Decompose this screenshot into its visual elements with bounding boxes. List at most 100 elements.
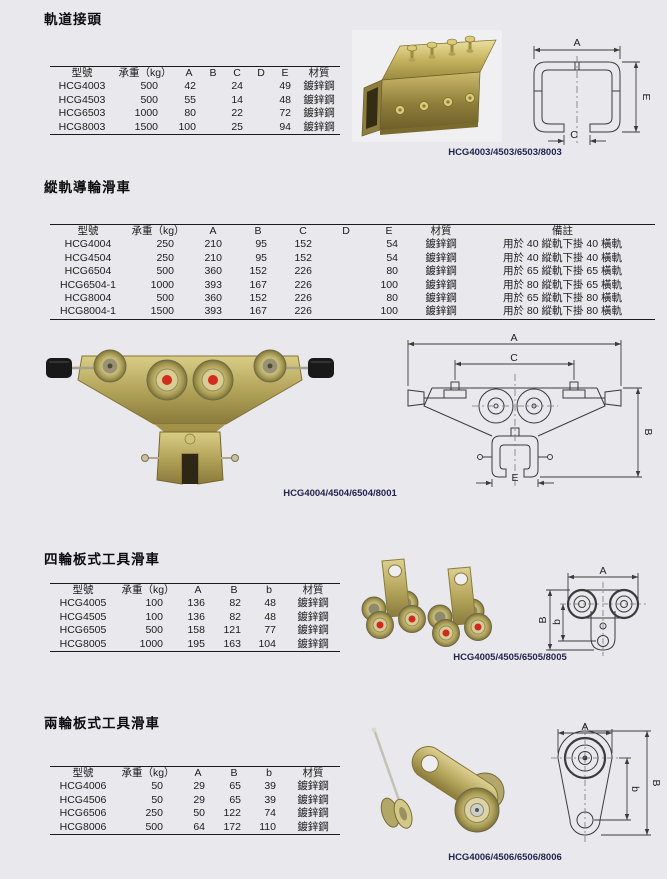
column-header: A <box>209 225 217 237</box>
table-cell: 393 <box>204 305 222 318</box>
table-cell: 鍍鋅鋼 <box>425 278 457 291</box>
table-cell: 用於 80 縱軌下掛 65 橫軌 <box>502 278 623 291</box>
table-cell: 54 <box>386 251 398 264</box>
table-cell: 80 <box>184 107 196 120</box>
table-cell: 80 <box>386 292 398 305</box>
caption-track-joint: HCG4003/4503/6503/8003 <box>448 147 562 158</box>
table-cell: 360 <box>204 265 222 278</box>
dim-label-e: E <box>511 472 518 484</box>
section-title-track-joint: 軌道接頭 <box>44 12 102 27</box>
table-cell: HCG6506 <box>59 807 107 820</box>
table-cell: 39 <box>264 780 276 793</box>
product-photo-track-joint <box>352 30 502 142</box>
table-cell: 鍍鋅鋼 <box>297 820 329 833</box>
table-cell: 500 <box>145 624 163 637</box>
table-cell: 鍍鋅鋼 <box>425 238 457 251</box>
table-cell: 152 <box>294 251 312 264</box>
table-cell: HCG4003 <box>58 80 106 93</box>
table-cell: 鍍鋅鋼 <box>425 265 457 278</box>
table-cell: 49 <box>279 80 291 93</box>
column-header: 承重（kg） <box>121 584 175 596</box>
table-cell: HCG6505 <box>59 624 107 637</box>
table-cell: 210 <box>204 238 222 251</box>
table-cell: 1000 <box>139 637 163 650</box>
column-header: 材質 <box>430 225 452 237</box>
column-header: A <box>194 767 202 779</box>
table-cell: HCG4005 <box>59 597 107 610</box>
dim-label-b-upper: B <box>538 616 549 623</box>
bolts-front <box>395 93 475 115</box>
table-cell: 鍍鋅鋼 <box>303 107 335 120</box>
dim-label-a: A <box>510 332 517 344</box>
dimension-diagram-four-wheel-trolley: A B b <box>538 565 646 656</box>
column-header: b <box>266 584 272 596</box>
column-header: 型號 <box>77 225 99 237</box>
dim-label-a: A <box>581 721 588 733</box>
product-photo-guide-trolley <box>46 349 334 485</box>
table-cell: HCG4506 <box>59 793 107 806</box>
section-title-two-wheel-trolley: 兩輪板式工具滑車 <box>44 716 160 731</box>
table-cell: 74 <box>264 807 276 820</box>
caption-four-wheel-trolley: HCG4005/4505/6505/8005 <box>453 652 567 663</box>
column-header: A <box>185 67 193 79</box>
table-cell: HCG8003 <box>58 120 106 133</box>
table-cell: 500 <box>145 820 163 833</box>
bolts-top <box>406 35 476 62</box>
table-cell: 250 <box>156 251 174 264</box>
column-header: B <box>230 584 238 596</box>
table-cell: HCG4004 <box>64 238 112 251</box>
dim-label-a: A <box>599 565 606 577</box>
column-header: D <box>342 225 350 237</box>
column-header: D <box>257 67 265 79</box>
table-cell: HCG4505 <box>59 610 107 623</box>
table-cell: HCG8004-1 <box>59 305 117 318</box>
column-header: E <box>385 225 393 237</box>
column-header: E <box>281 67 289 79</box>
table-cell: 500 <box>156 292 174 305</box>
table-cell: 42 <box>184 80 196 93</box>
table-cell: 167 <box>249 305 267 318</box>
table-cell: 50 <box>151 793 163 806</box>
table-cell: HCG8005 <box>59 637 107 650</box>
table-cell: 用於 40 縱軌下掛 40 橫軌 <box>502 251 623 264</box>
table-cell: 122 <box>223 807 241 820</box>
table-cell: 82 <box>229 597 241 610</box>
table-cell: HCG8004 <box>64 292 112 305</box>
table-cell: 500 <box>156 265 174 278</box>
table-cell <box>250 121 272 135</box>
dim-label-b-lower: b <box>629 786 641 792</box>
rubber-stop-left <box>46 358 72 378</box>
table-cell: 鍍鋅鋼 <box>297 807 329 820</box>
dim-label-b: B <box>642 428 654 435</box>
column-header: 承重（kg） <box>131 225 185 237</box>
table-cell: 100 <box>178 120 196 133</box>
dim-label-b-upper: B <box>650 779 662 786</box>
table-cell: 100 <box>145 597 163 610</box>
table-cell: 鍍鋅鋼 <box>425 305 457 318</box>
table-cell <box>326 252 366 265</box>
table-cell: 22 <box>231 107 243 120</box>
table-cell: 鍍鋅鋼 <box>297 637 329 650</box>
table-cell: 29 <box>193 793 205 806</box>
table-cell: HCG6504 <box>64 265 112 278</box>
table-cell: 24 <box>231 80 243 93</box>
dimension-diagram-guide-trolley: A C B E <box>407 332 654 487</box>
table-cell: HCG4504 <box>64 251 112 264</box>
table-cell: 77 <box>264 624 276 637</box>
column-header: 承重（kg） <box>121 767 175 779</box>
